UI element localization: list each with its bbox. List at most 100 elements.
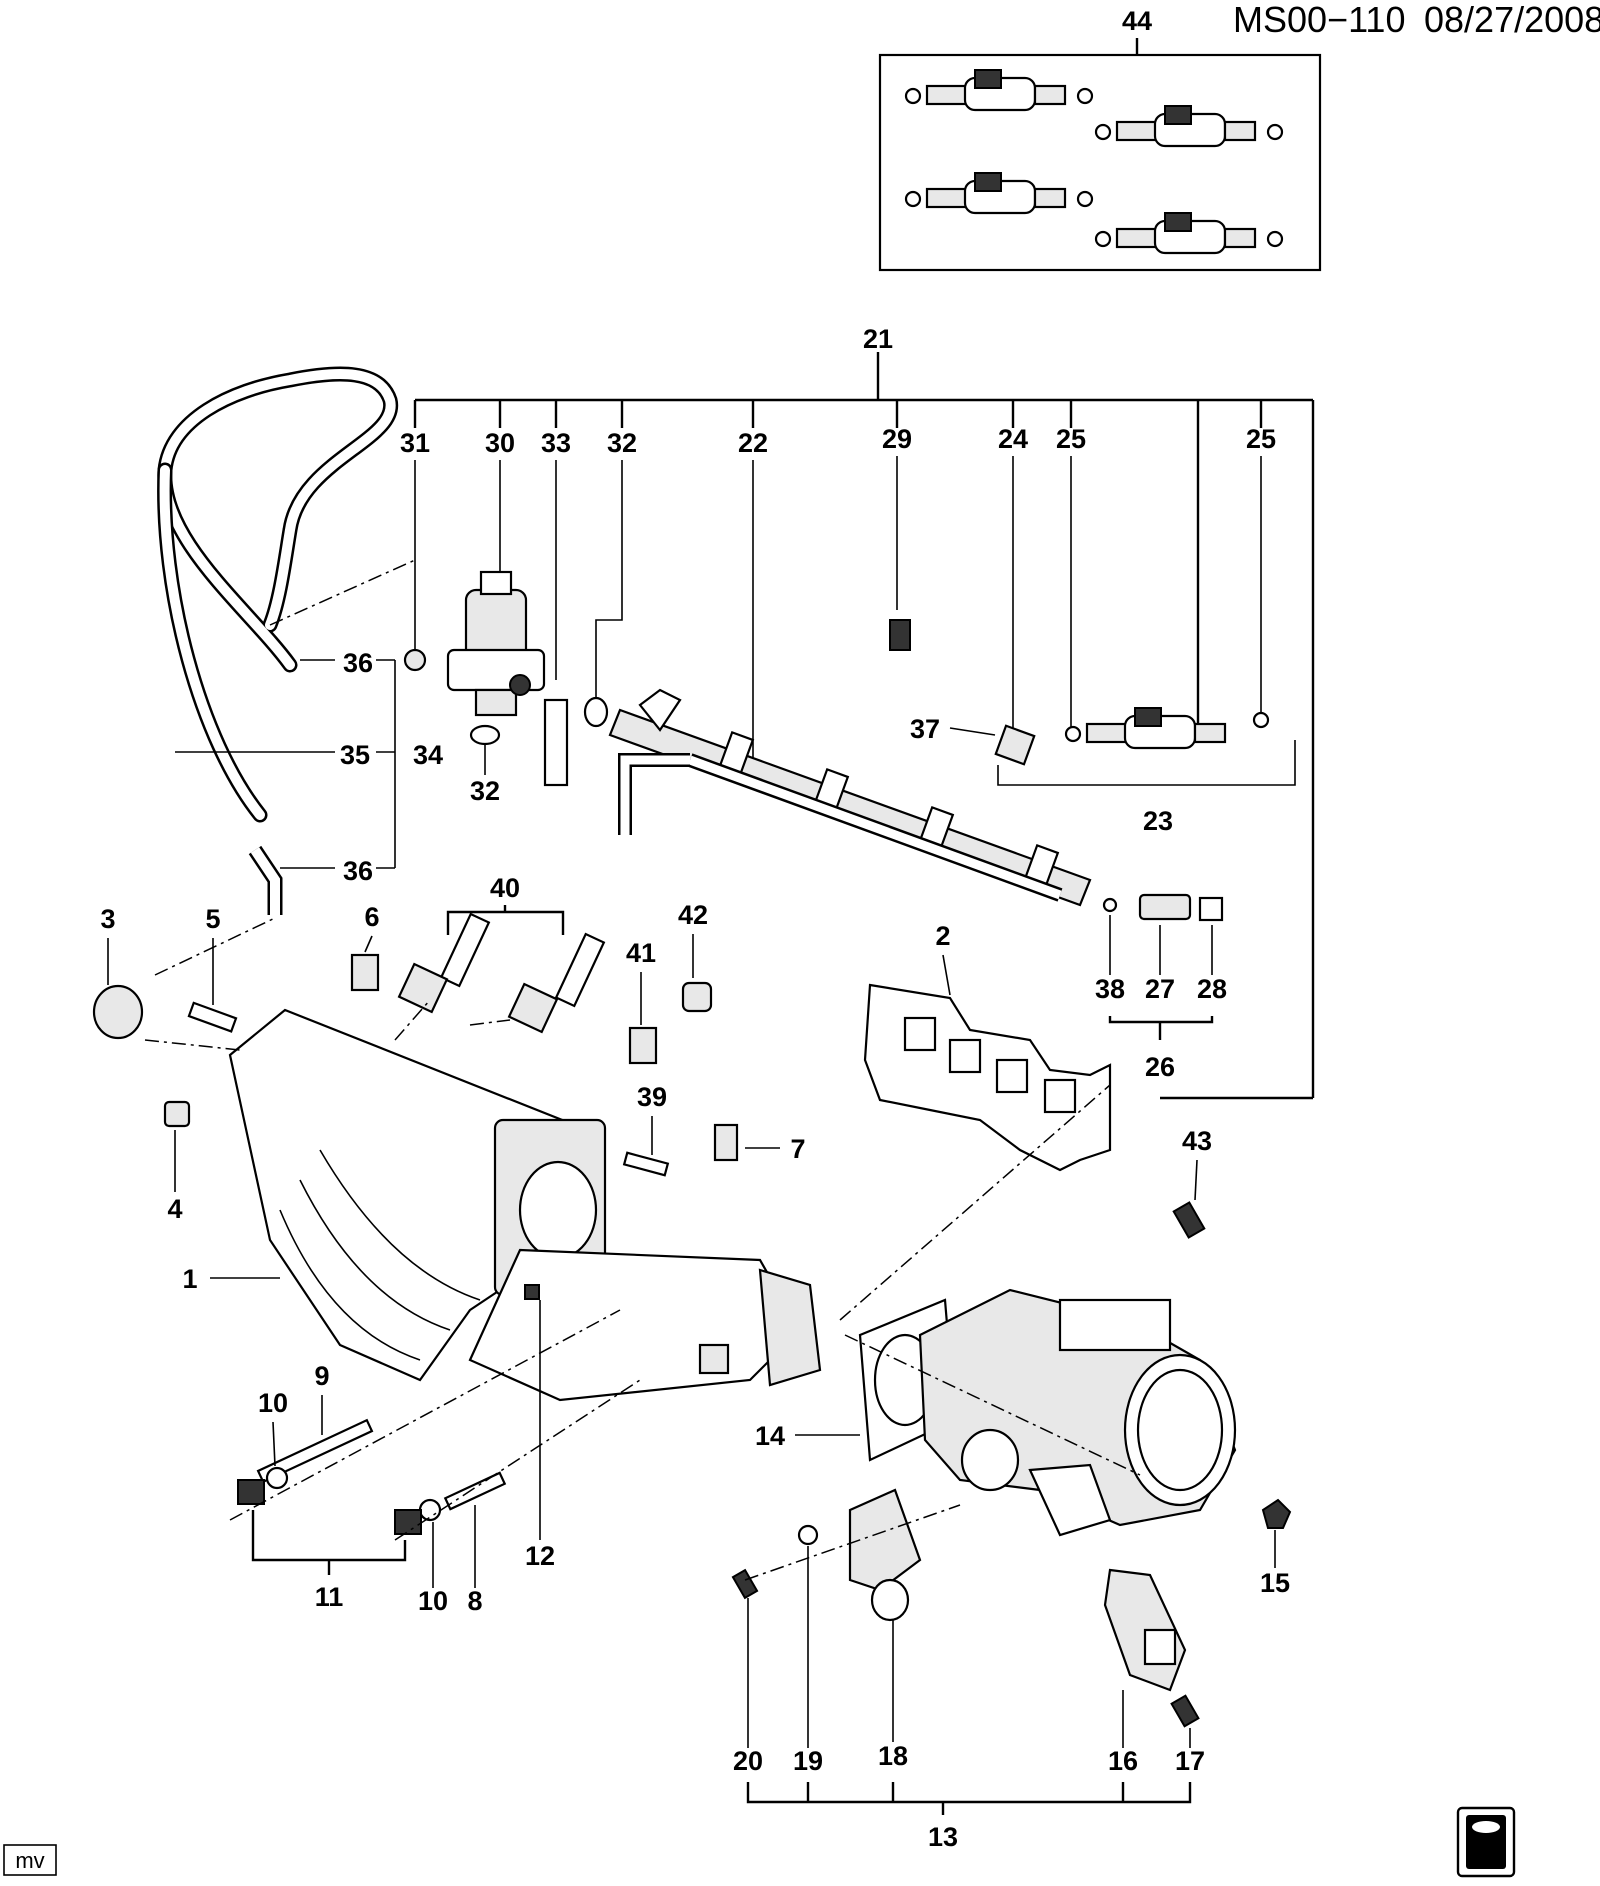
callout-43[interactable]: 43 [1182,1126,1212,1156]
stud-39 [622,1151,670,1177]
callout-9[interactable]: 9 [314,1361,329,1391]
diagram-reference-code: MS00−110 [1233,0,1405,40]
injector-kit-item [1094,212,1284,255]
callout-12[interactable]: 12 [525,1541,555,1571]
callout-16[interactable]: 16 [1108,1746,1138,1776]
callout-32[interactable]: 32 [607,428,637,458]
callout-19[interactable]: 19 [793,1746,823,1776]
injector-kit-item [1094,105,1284,148]
plug-4 [163,1100,191,1128]
callout-42[interactable]: 42 [678,900,708,930]
washer-10 [418,1498,442,1522]
fuel-pressure-regulator [446,570,546,717]
callout-35[interactable]: 35 [340,740,370,770]
callout-31[interactable]: 31 [400,428,430,458]
throttle-body [918,1288,1237,1537]
callout-41[interactable]: 41 [626,938,656,968]
callout-11[interactable]: 11 [315,1582,344,1612]
callout-36[interactable]: 36 [343,856,373,886]
fuel-rail [608,688,1092,907]
sensor-41 [628,1026,658,1065]
gm-spo-logo [1456,1806,1516,1878]
screw-20 [731,1568,759,1600]
callout-24[interactable]: 24 [998,424,1028,454]
callout-33[interactable]: 33 [541,428,571,458]
fitting-40-a [397,912,491,1014]
callout-22[interactable]: 22 [738,428,768,458]
o-ring-38 [1102,897,1118,913]
washer-19 [797,1524,819,1546]
corner-tag: mv [15,1848,44,1873]
sensor-7 [713,1123,739,1162]
callout-17[interactable]: 17 [1175,1746,1205,1776]
diagram-date: 08/27/2008 [1424,0,1600,40]
callout-21[interactable]: 21 [863,324,893,354]
callout-2[interactable]: 2 [935,921,950,951]
callout-29[interactable]: 29 [882,424,912,454]
cap-28 [1198,896,1224,922]
cap-42 [681,981,713,1013]
callout-36[interactable]: 36 [343,648,373,678]
callout-34[interactable]: 34 [413,740,443,770]
callout-14[interactable]: 14 [755,1421,785,1451]
stud-9 [256,1418,374,1484]
stud-12 [524,1284,540,1300]
callout-25[interactable]: 25 [1056,424,1086,454]
callout-30[interactable]: 30 [485,428,515,458]
callout-28[interactable]: 28 [1197,974,1227,1004]
nut-15 [1261,1498,1292,1529]
fuel-injector [1064,707,1270,750]
regulator-bracket-33 [543,698,569,787]
callout-38[interactable]: 38 [1095,974,1125,1004]
callout-6[interactable]: 6 [364,902,379,932]
nut-11 [394,1509,422,1535]
intake-manifold [228,1008,822,1402]
callout-15[interactable]: 15 [1260,1568,1290,1598]
callout-13[interactable]: 13 [928,1822,958,1852]
callout-26[interactable]: 26 [1145,1052,1175,1082]
callout-7[interactable]: 7 [790,1134,805,1164]
screw-17 [1170,1694,1200,1728]
vacuum-hose [157,366,399,915]
bolt-43 [1172,1201,1206,1239]
injector-kit-box [878,38,1322,272]
callout-18[interactable]: 18 [878,1741,908,1771]
callout-1[interactable]: 1 [182,1264,197,1294]
o-ring-32 [583,696,609,728]
intake-manifold-gasket [863,983,1112,1172]
corner-tag-box [3,1844,57,1876]
callout-40[interactable]: 40 [490,873,520,903]
fitting-40-b [507,932,606,1034]
fitting-27 [1138,893,1192,921]
callout-3[interactable]: 3 [100,904,115,934]
callout-4[interactable]: 4 [167,1194,182,1224]
o-ring-32 [469,724,501,746]
callout-37[interactable]: 37 [910,714,940,744]
nut-11 [237,1479,265,1505]
callout-10[interactable]: 10 [418,1586,448,1616]
washer-10 [265,1466,289,1490]
callout-25[interactable]: 25 [1246,424,1276,454]
plug-3 [92,984,144,1040]
throttle-position-sensor [848,1488,922,1622]
injector-kit-item [904,69,1094,112]
injector-clip-24 [994,724,1036,766]
bolt-29 [889,619,911,651]
callout-8[interactable]: 8 [467,1586,482,1616]
callout-23[interactable]: 23 [1143,806,1173,836]
callout-39[interactable]: 39 [637,1082,667,1112]
callout-32[interactable]: 32 [470,776,500,806]
callout-20[interactable]: 20 [733,1746,763,1776]
fuel-rail-assembly-bracket [413,352,1315,1100]
sensor-6 [350,953,380,992]
screw-31 [403,648,427,672]
callout-5[interactable]: 5 [205,904,220,934]
dowel-pin-5 [187,1001,238,1033]
stud-8 [443,1471,507,1511]
callout-44[interactable]: 44 [1122,6,1152,36]
callout-10[interactable]: 10 [258,1388,288,1418]
idle-air-control-valve [1103,1568,1187,1692]
callout-27[interactable]: 27 [1145,974,1175,1004]
